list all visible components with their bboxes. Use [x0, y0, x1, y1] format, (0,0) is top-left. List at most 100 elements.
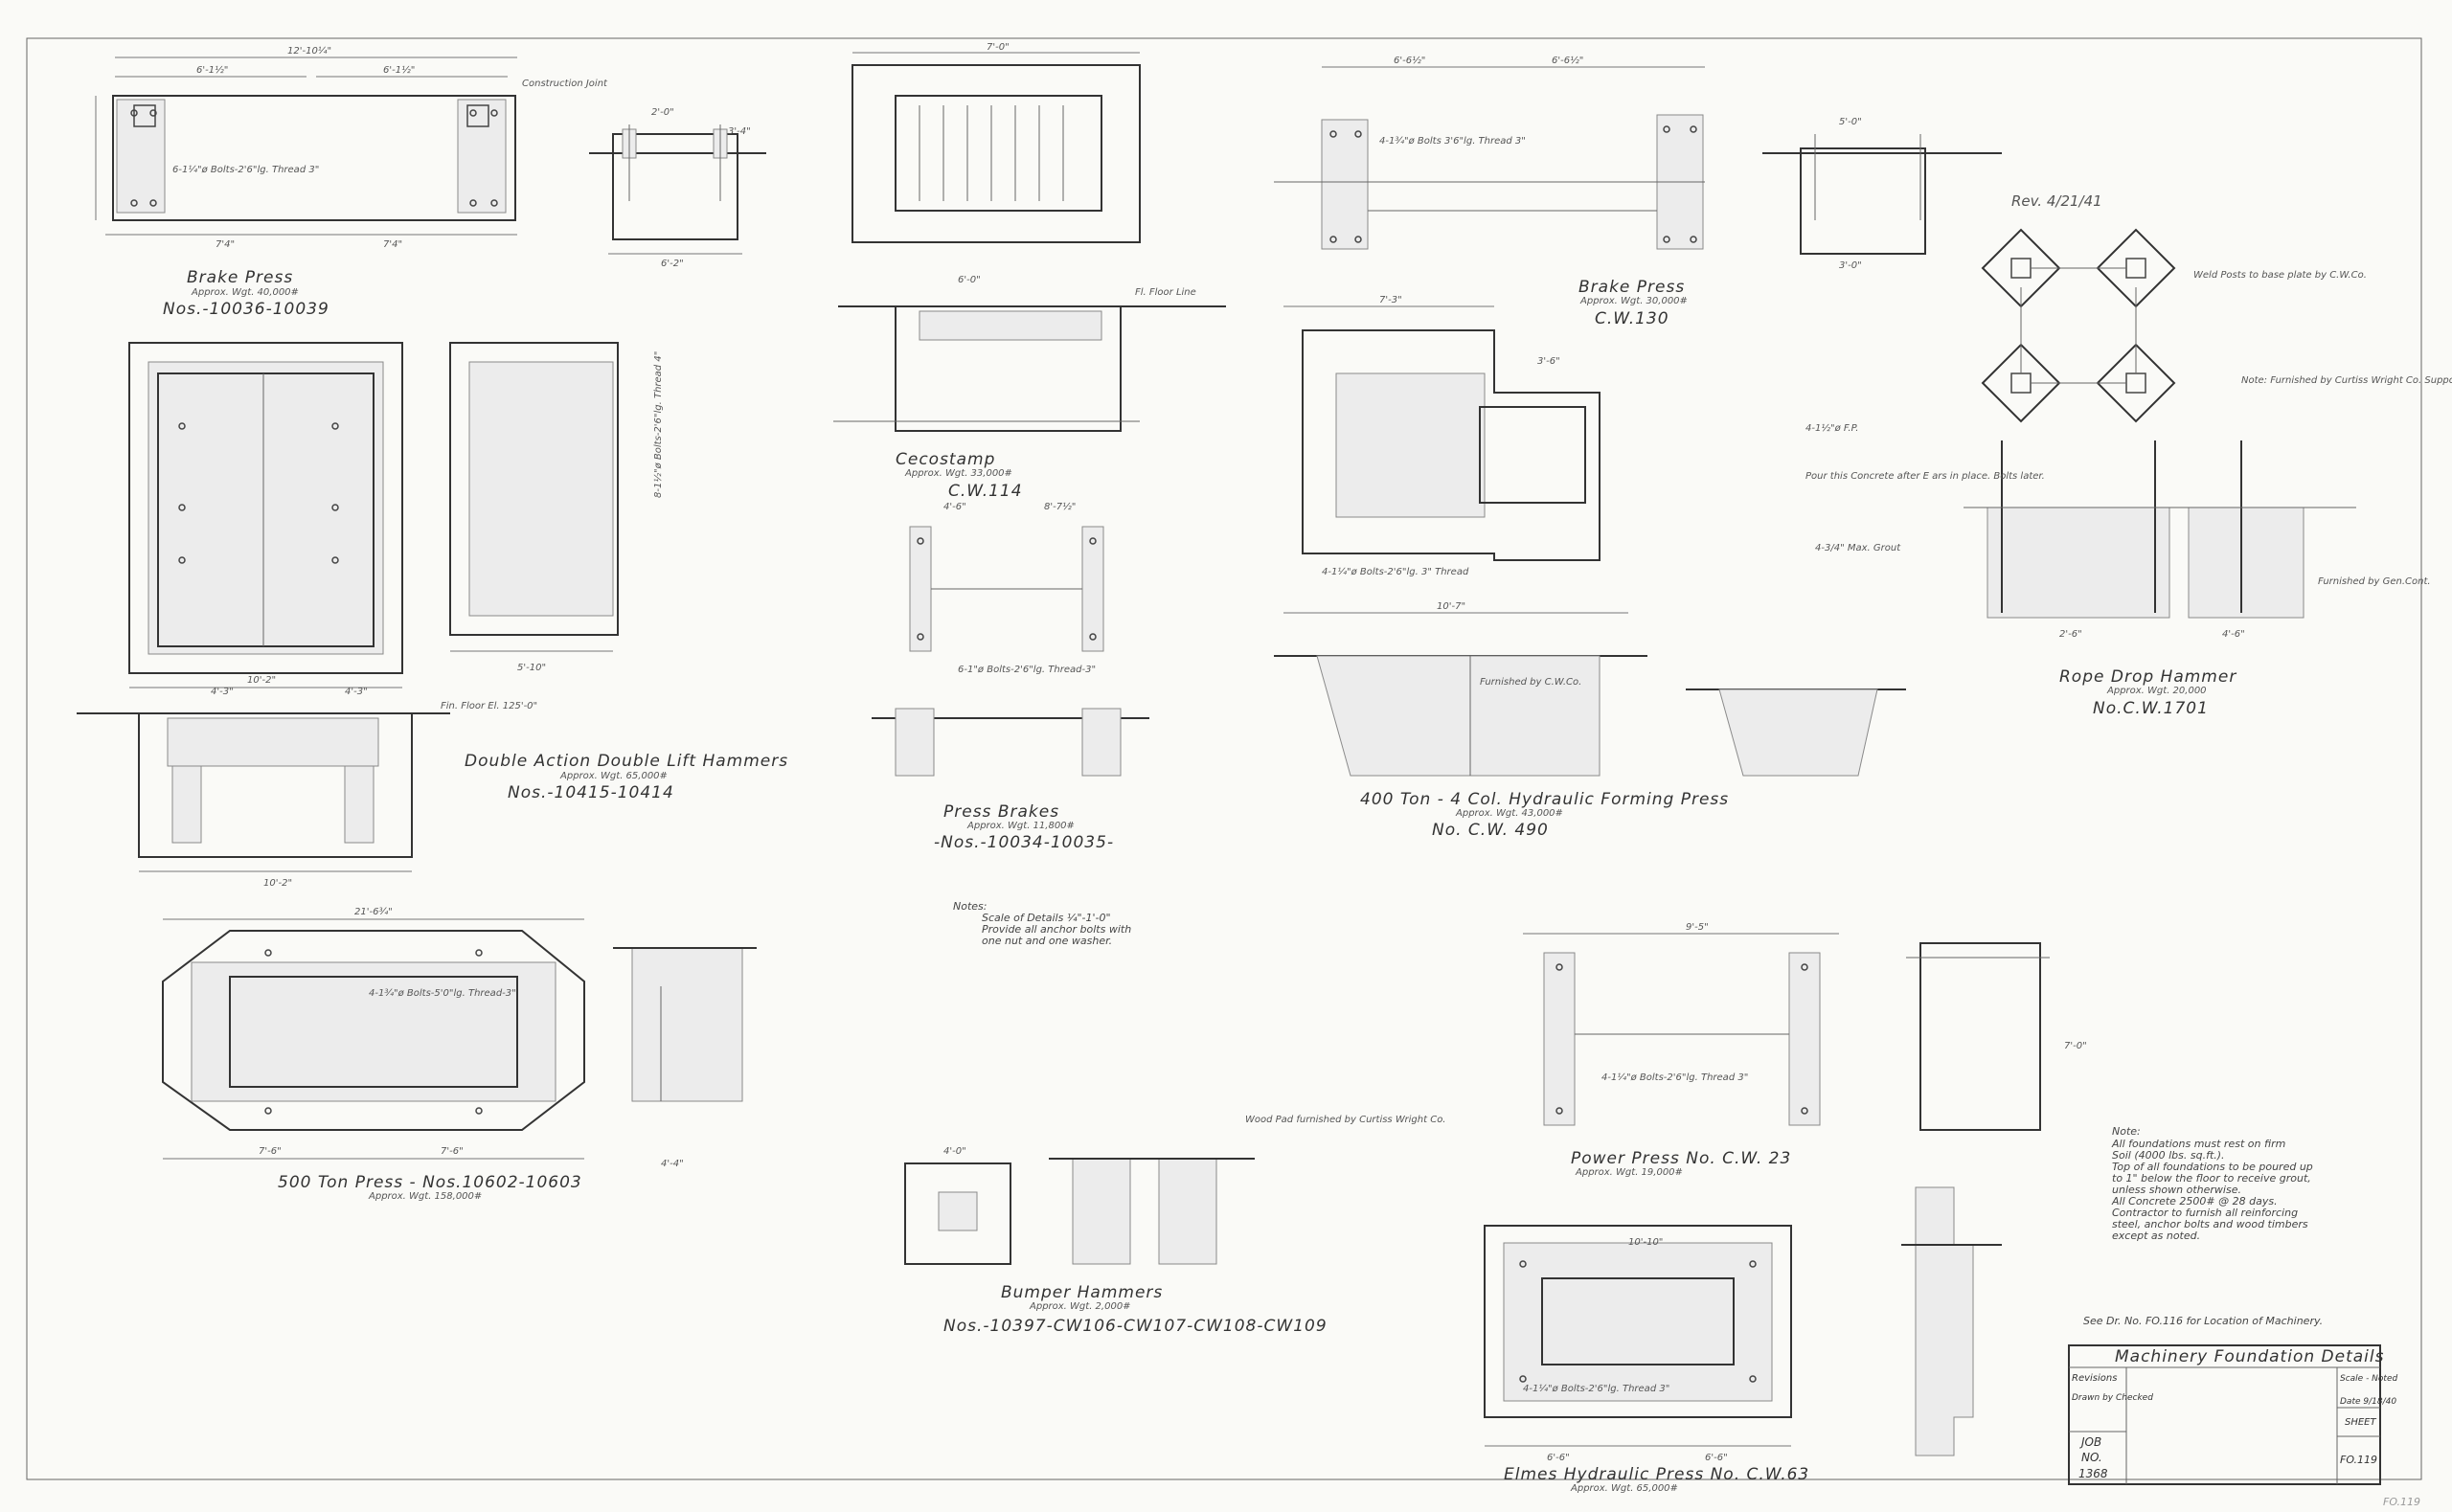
double-action-plan-width: 10'-2": [247, 675, 276, 686]
notes-mid-line-1: Scale of Details ¼"-1'-0": [982, 912, 1111, 924]
press-brakes-section: [872, 708, 1149, 777]
dim-left-span: 6'-1½": [196, 64, 228, 76]
brake-press-weight: Approx. Wgt. 40,000#: [191, 287, 299, 298]
title-block-date: Date 9/18/40: [2340, 1397, 2396, 1407]
cw130-dim-right: 6'-6½": [1552, 55, 1583, 66]
brake-press-title: Brake Press: [187, 268, 293, 287]
pour-concrete-note: Pour this Concrete after E ars in place.…: [1805, 471, 2045, 482]
anchor-bolts-note: 4-1½"ø F.P.: [1805, 422, 1858, 434]
general-note-heading: Note:: [2112, 1125, 2141, 1138]
title-block-sheet-label: SHEET: [2345, 1417, 2377, 1428]
bumper-hammers-dim: 4'-0": [943, 1146, 966, 1157]
rope-drop-hammer-section: [1964, 440, 2356, 619]
title-block-title: Machinery Foundation Details: [2115, 1347, 2384, 1366]
double-action-numbers: Nos.-10415-10414: [508, 783, 674, 802]
double-action-section-width: 10'-2": [263, 878, 292, 889]
double-action-dim-right: 4'-3": [345, 687, 368, 697]
double-action-section: [77, 712, 450, 872]
bumper-hammers-title: Bumper Hammers: [1001, 1283, 1163, 1302]
title-block-drawn-by: Drawn by Checked: [2072, 1393, 2153, 1403]
cecostamp-section-width: 6'-0": [958, 275, 981, 285]
press-brakes-dim-a: 4'-6": [943, 502, 966, 512]
press-500-bolts: 4-1¾"ø Bolts-5'0"lg. Thread-3": [369, 988, 516, 999]
title-block-frame: [2068, 1344, 2381, 1485]
brake-press-numbers: Nos.-10036-10039: [163, 300, 329, 319]
wood-pad-note: Wood Pad furnished by Curtiss Wright Co.: [1245, 1115, 1446, 1125]
dim-overall-width: 12'-10¼": [287, 45, 331, 56]
power-press-title: Power Press No. C.W. 23: [1571, 1149, 1791, 1168]
grout-note: 4-3/4" Max. Grout: [1815, 543, 1901, 553]
title-block-no-label: NO.: [2081, 1451, 2102, 1464]
elmes-press-dim-a: 6'-6": [1547, 1453, 1570, 1463]
press-500-weight: Approx. Wgt. 158,000#: [368, 1191, 482, 1202]
cw130-title: Brake Press: [1578, 278, 1685, 297]
general-contractor-note: Furnished by Gen.Cont.: [2318, 576, 2431, 587]
press-500-plan: [162, 918, 585, 1160]
elmes-press-title: Elmes Hydraulic Press No. C.W.63: [1504, 1465, 1809, 1484]
press-500-dim-b: 7'-6": [441, 1146, 464, 1157]
weld-posts-note: Weld Posts to base plate by C.W.Co.: [2193, 270, 2367, 281]
press-500-section: [613, 947, 757, 1102]
notes-mid-line-3: one nut and one washer.: [982, 935, 1112, 947]
cw130-numbers: C.W.130: [1595, 309, 1669, 328]
location-reference: See Dr. No. FO.116 for Location of Machi…: [2083, 1315, 2323, 1327]
general-note-line-9: except as noted.: [2112, 1230, 2200, 1242]
forming-press-weight: Approx. Wgt. 43,000#: [1455, 808, 1563, 819]
press-500-section-width: 4'-4": [661, 1159, 684, 1169]
rope-drop-dim-b: 4'-6": [2222, 629, 2245, 640]
power-press-width: 9'-5": [1686, 922, 1709, 933]
bumper-hammers-plan: [904, 1162, 1011, 1265]
rope-drop-hammer-weight: Approx. Wgt. 20,000: [2106, 686, 2207, 696]
cw130-lower-section: [1686, 688, 1906, 777]
section-width: 6'-2": [661, 259, 684, 269]
general-note-line-7: Contractor to furnish all reinforcing: [2112, 1207, 2298, 1219]
section-dim-b: 3'-4": [728, 126, 751, 137]
furnished-note: Note: Furnished by Curtiss Wright Co. Su…: [2241, 375, 2452, 386]
cecostamp-section: [833, 305, 1226, 432]
general-note-line-6: All Concrete 2500# @ 28 days.: [2111, 1195, 2278, 1207]
corner-sheet-mark: FO.119: [2383, 1496, 2420, 1508]
cw130-bolts: 4-1¾"ø Bolts 3'6"lg. Thread 3": [1379, 136, 1526, 147]
dim-bottom-left: 7'4": [216, 239, 235, 250]
forming-press-numbers: No. C.W. 490: [1432, 821, 1549, 840]
forming-press-plan: [1283, 305, 1601, 561]
title-block-scale: Scale - Noted: [2340, 1374, 2397, 1384]
rope-drop-hammer-numbers: No.C.W.1701: [2093, 699, 2209, 718]
elmes-press-plan: [1484, 1225, 1792, 1447]
elmes-press-bolts: 4-1¼"ø Bolts-2'6"lg. Thread 3": [1523, 1383, 1669, 1394]
forming-press-dim-c: 3'-6": [1537, 356, 1560, 367]
revision-stamp: Rev. 4/21/41: [2011, 192, 2102, 210]
title-block-sheet-number: FO.119: [2340, 1454, 2377, 1466]
double-action-dim-left: 4'-3": [211, 687, 234, 697]
cecostamp-plan: [851, 52, 1141, 243]
cecostamp-width: 7'-0": [987, 42, 1010, 53]
brake-press-cw130-plan: [1274, 66, 1705, 250]
general-note-line-4: to 1" below the floor to receive grout,: [2112, 1172, 2311, 1185]
forming-press-bolts: 4-1¼"ø Bolts-2'6"lg. 3" Thread: [1322, 566, 1469, 577]
rope-drop-dim-a: 2'-6": [2059, 629, 2082, 640]
double-action-bolts: 8-1½"ø Bolts-2'6"lg. Thread 4": [652, 351, 664, 498]
double-action-title: Double Action Double Lift Hammers: [465, 752, 788, 771]
notes-mid-line-2: Provide all anchor bolts with: [982, 923, 1131, 936]
forming-press-section-width: 10'-7": [1437, 601, 1465, 612]
cw130-section-depth: 3'-0": [1839, 260, 1862, 271]
double-action-side-width: 5'-10": [517, 663, 546, 673]
general-note-line-1: All foundations must rest on firm: [2111, 1138, 2285, 1150]
notes-mid-heading: Notes:: [953, 900, 987, 913]
brake-press-plan: [95, 56, 517, 236]
power-press-weight: Approx. Wgt. 19,000#: [1575, 1167, 1683, 1178]
press-500-dim-a: 7'-6": [259, 1146, 282, 1157]
double-action-plan: [128, 342, 403, 688]
title-block-revisions: Revisions: [2072, 1373, 2117, 1384]
section-dim-a: 2'-0": [651, 107, 674, 118]
power-press-plan: [1523, 933, 1839, 1126]
press-brakes-dim-b: 8'-7½": [1044, 501, 1076, 512]
elmes-press-weight: Approx. Wgt. 65,000#: [1570, 1483, 1678, 1494]
brake-press-section: [589, 124, 766, 255]
general-note-line-3: Top of all foundations to be poured up: [2112, 1161, 2313, 1173]
rope-drop-hammer-title: Rope Drop Hammer: [2059, 667, 2236, 687]
bumper-hammers-sections: [1049, 1158, 1255, 1265]
cw130-weight: Approx. Wgt. 30,000#: [1579, 296, 1688, 306]
construction-joint-note: Construction Joint: [522, 79, 608, 89]
